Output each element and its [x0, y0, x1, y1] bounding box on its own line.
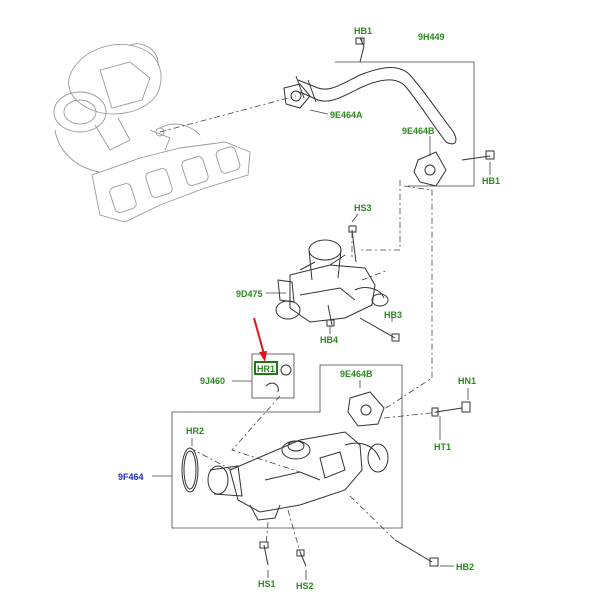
- label-9e464b-top: 9E464B: [402, 126, 435, 136]
- label-hr2: HR2: [186, 426, 204, 436]
- alignment-lines: [159, 95, 441, 553]
- label-9f464: 9F464: [118, 472, 144, 482]
- leader-lines: [152, 38, 491, 580]
- label-9h449: 9H449: [418, 32, 445, 42]
- egr-valve-bracket-9d475: [275, 225, 389, 323]
- bolt-hb1-right: [461, 150, 495, 161]
- bolt-hb4: [326, 304, 335, 327]
- hr1-highlight-box: [254, 361, 278, 375]
- egr-cooler-assembly-9f464: [207, 431, 389, 521]
- label-hb3: HB3: [384, 310, 402, 320]
- bolt-hb1-top: [355, 37, 365, 63]
- o-ring-hr2: [181, 447, 199, 493]
- part-labels: HB1 9H449 9E464A 9E464B HB1 HS3 9D475 HB…: [118, 26, 500, 591]
- label-hb2: HB2: [456, 562, 474, 572]
- label-ht1: HT1: [434, 442, 451, 452]
- label-hb1-right: HB1: [482, 176, 500, 186]
- label-hs3: HS3: [354, 203, 372, 213]
- gasket-9e464a: [283, 83, 311, 109]
- red-indicator-arrow: [253, 317, 267, 362]
- label-9d475: 9D475: [236, 289, 263, 299]
- bolt-hs2: [296, 549, 307, 567]
- label-9j460: 9J460: [200, 376, 225, 386]
- bolt-hb2: [394, 539, 439, 567]
- gasket-9e464b-top: [413, 151, 447, 187]
- label-hs2: HS2: [296, 581, 314, 591]
- turbocharger-manifold-illustration: [53, 43, 251, 223]
- gasket-9e464b-mid: [347, 391, 385, 427]
- label-hr1: HR1: [257, 364, 275, 374]
- label-hb4: HB4: [320, 335, 338, 345]
- egr-pipe-9h449: [295, 67, 457, 145]
- frame-9j460: [251, 353, 295, 399]
- sensor-ht1: [431, 401, 471, 417]
- label-9e464b-mid: 9E464B: [340, 369, 373, 379]
- bolt-hb3: [359, 317, 400, 342]
- label-hb1-top: HB1: [354, 26, 372, 36]
- frame-9h449: [335, 61, 475, 187]
- label-hs1: HS1: [258, 579, 276, 589]
- label-hn1: HN1: [458, 376, 476, 386]
- frame-9f464: [171, 364, 403, 529]
- label-9e464a: 9E464A: [330, 110, 363, 120]
- clip-hr1: [265, 364, 292, 393]
- bolt-hs1: [259, 541, 269, 566]
